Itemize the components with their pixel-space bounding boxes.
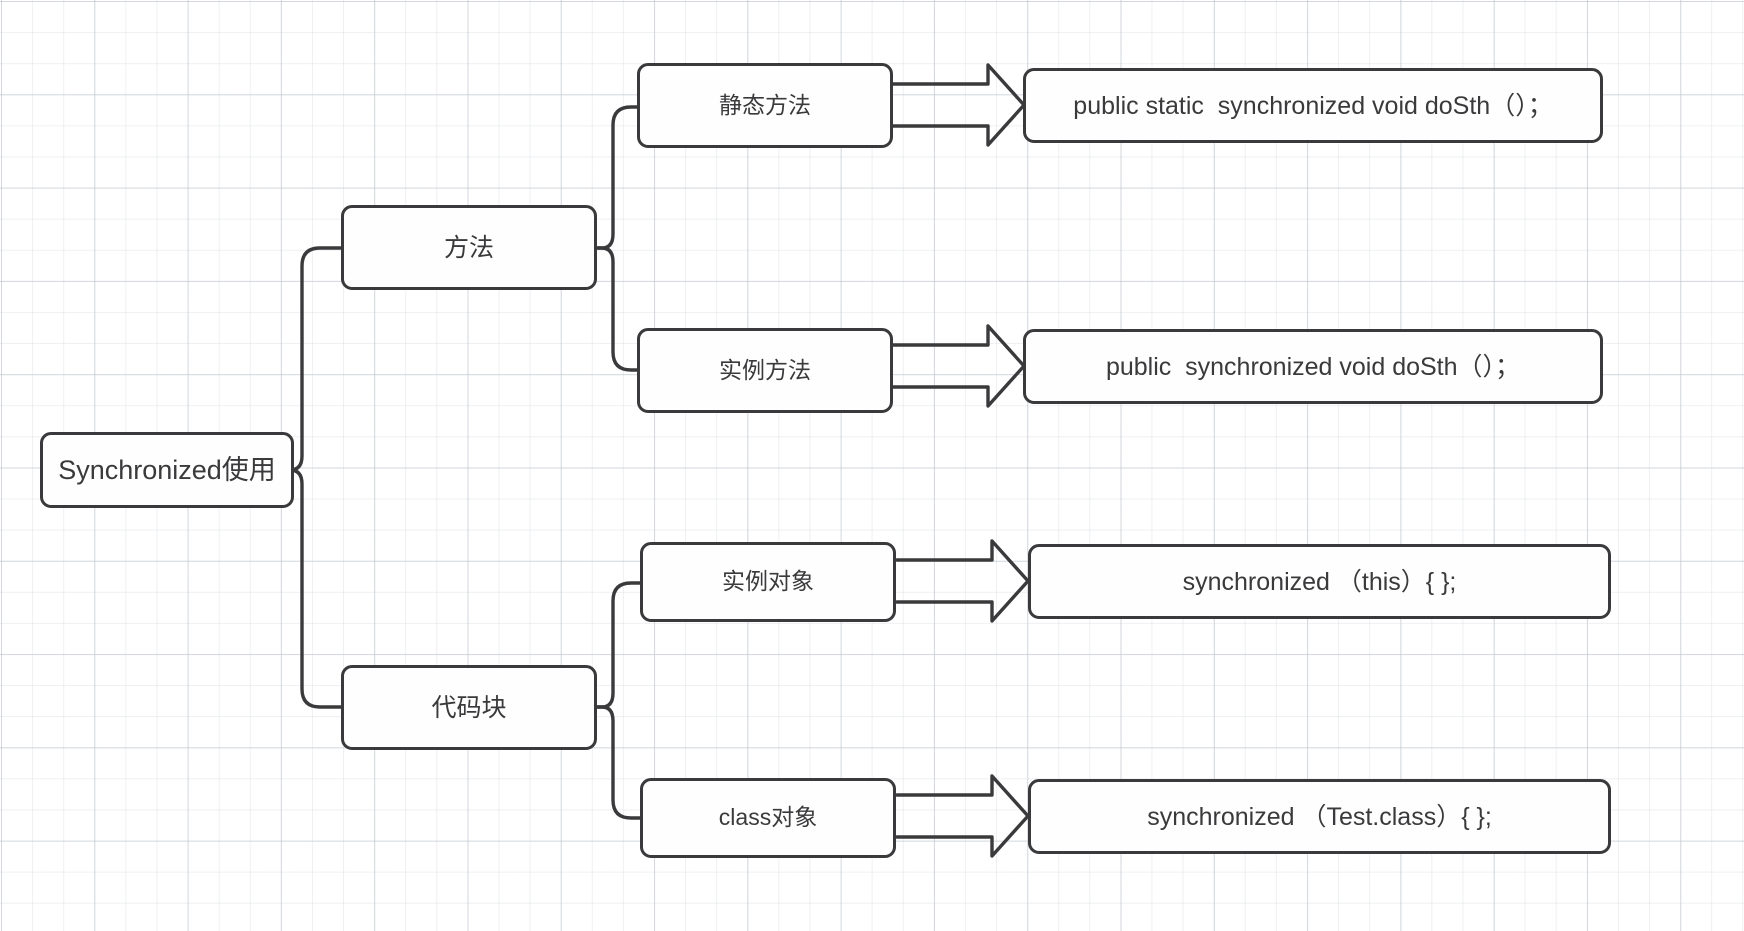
node-class-object[interactable]: class对象 (640, 778, 896, 858)
block-arrow-shiliduixiang (895, 539, 1030, 623)
edge-fangfa-to-jingtai (595, 105, 639, 250)
node-instance-method[interactable]: 实例方法 (637, 328, 893, 413)
block-arrow-jingtai (891, 63, 1026, 147)
node-branch-code-block[interactable]: 代码块 (341, 665, 597, 750)
code-instance-object[interactable]: synchronized （this）{ }; (1028, 544, 1611, 619)
code-static-method[interactable]: public static synchronized void doSth（）； (1023, 68, 1603, 143)
edge-daimakuai-to-classduixiang (595, 705, 642, 820)
edge-daimakuai-to-shiliduixiang (595, 581, 642, 709)
block-arrow-classduixiang (895, 774, 1030, 858)
node-instance-object[interactable]: 实例对象 (640, 542, 896, 622)
node-static-method[interactable]: 静态方法 (637, 63, 893, 148)
code-class-object[interactable]: synchronized （Test.class）{ }; (1028, 779, 1611, 854)
code-instance-method[interactable]: public synchronized void doSth（）； (1023, 329, 1603, 404)
block-arrow-shili (891, 324, 1026, 408)
edge-fangfa-to-shili (595, 246, 639, 372)
node-root[interactable]: Synchronized使用 (40, 432, 294, 508)
node-branch-method[interactable]: 方法 (341, 205, 597, 290)
